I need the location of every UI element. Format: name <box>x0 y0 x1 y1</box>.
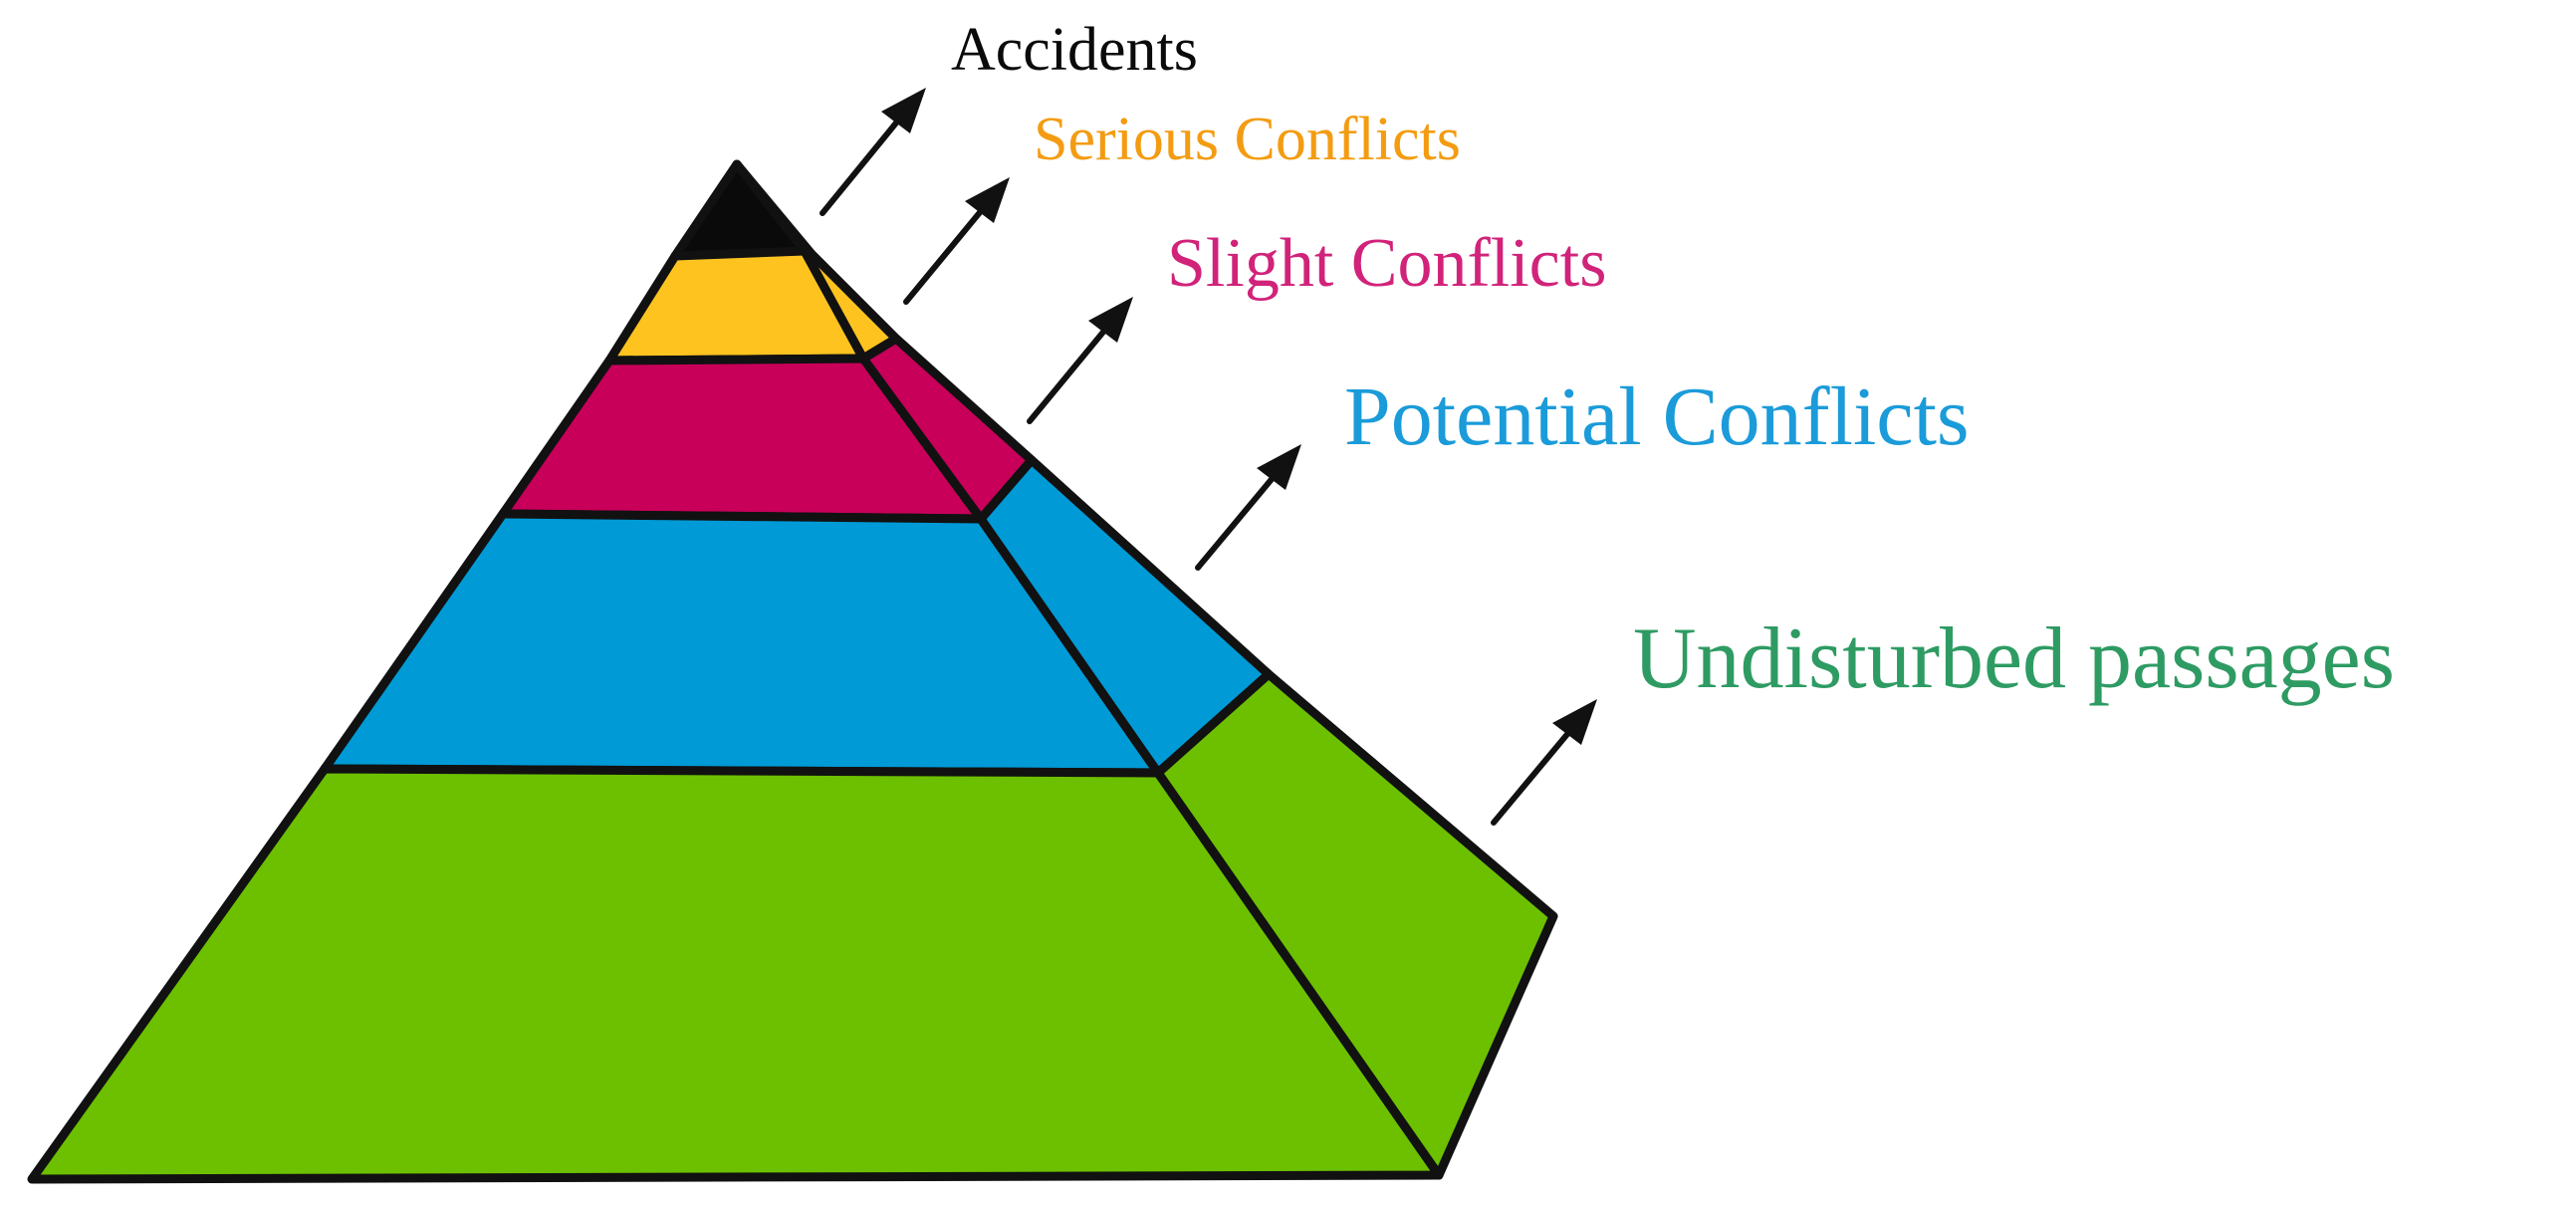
pointer-arrows <box>820 88 1597 826</box>
arrow-slight-conflicts <box>1027 297 1133 424</box>
tier-accidents-front <box>670 159 810 261</box>
tier-undisturbed-passages-side <box>1153 669 1558 1180</box>
arrow-accidents <box>820 88 926 216</box>
arrow-undisturbed-passages <box>1491 699 1597 826</box>
label-undisturbed-passages: Undisturbed passages <box>1633 610 2395 707</box>
label-slight-conflicts: Slight Conflicts <box>1167 225 1606 302</box>
arrow-potential-conflicts <box>1195 444 1301 571</box>
label-potential-conflicts: Potential Conflicts <box>1344 370 1970 463</box>
arrow-serious-conflicts <box>903 177 1010 305</box>
pyramid-front-faces <box>27 159 1444 1184</box>
pyramid-side-faces <box>732 159 1558 1180</box>
tier-labels: Accidents Serious Conflicts Slight Confl… <box>951 16 2395 707</box>
label-serious-conflicts: Serious Conflicts <box>1034 106 1461 173</box>
label-accidents: Accidents <box>951 16 1198 84</box>
